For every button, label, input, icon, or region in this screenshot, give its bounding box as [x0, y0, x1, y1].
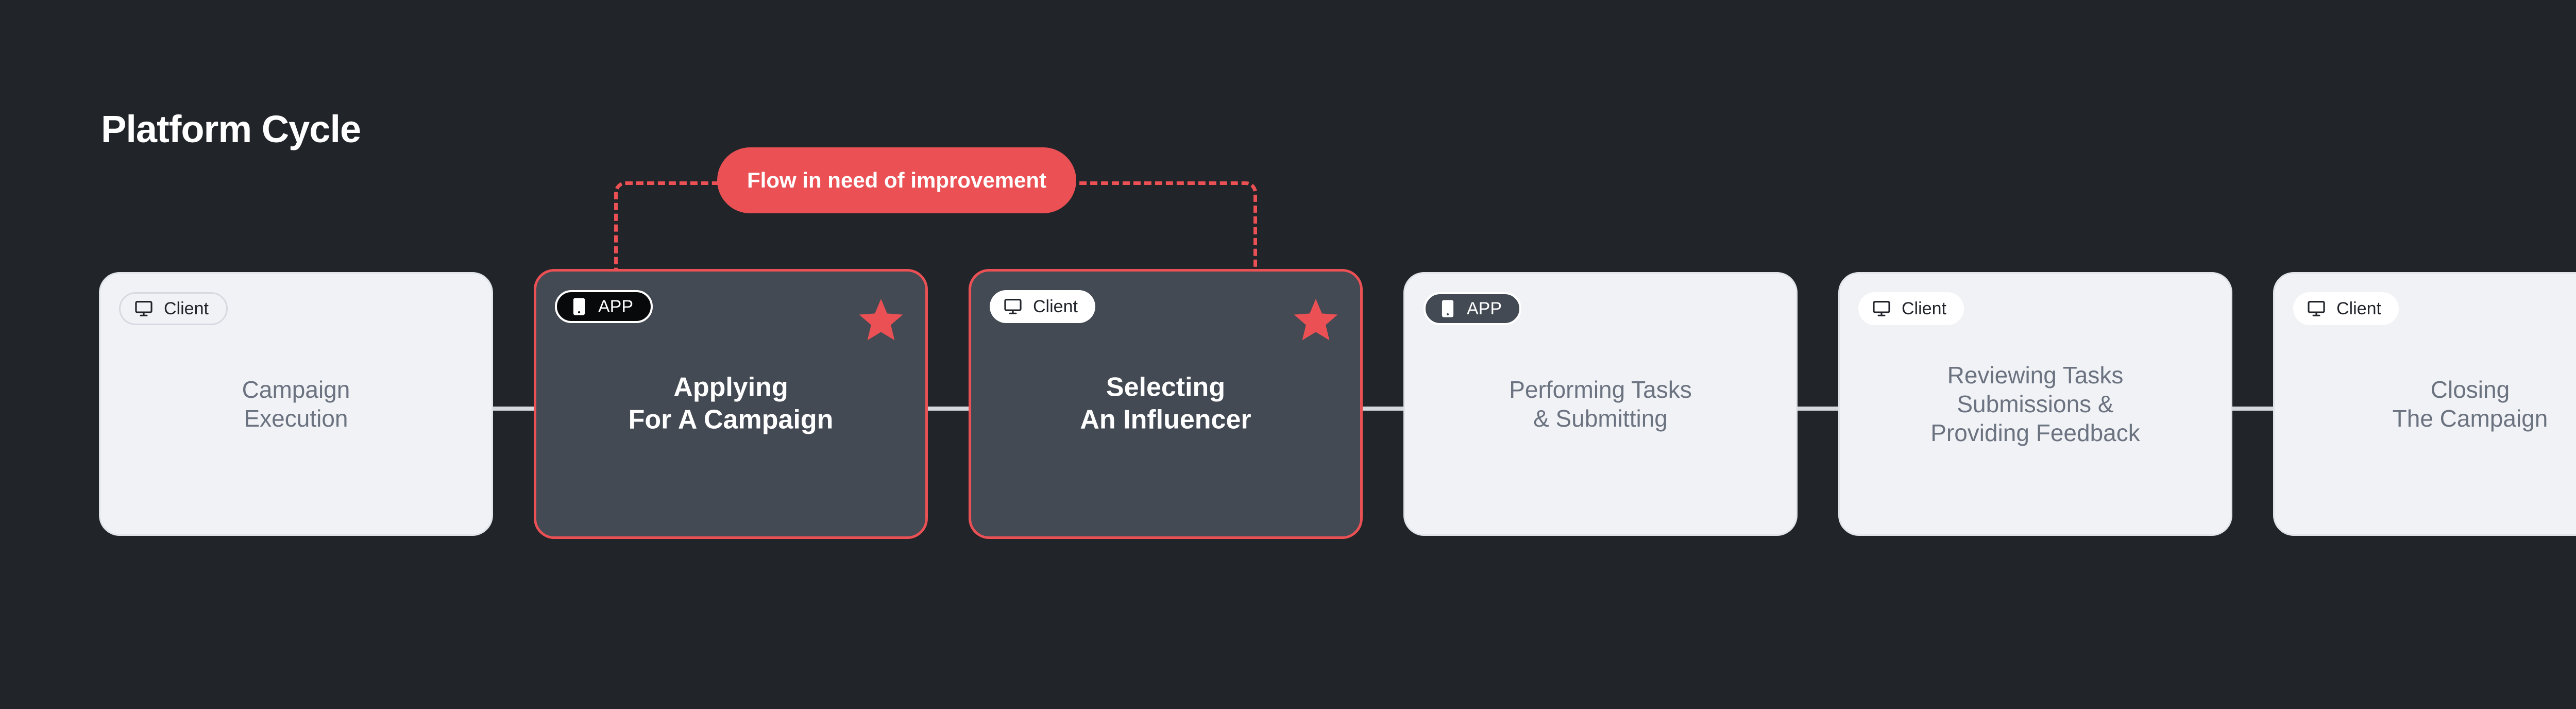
star-icon	[857, 297, 905, 343]
connector-1-2	[493, 407, 536, 411]
step-title: Applying For A Campaign	[628, 372, 834, 435]
star-icon	[1292, 297, 1340, 343]
badge-label: Client	[1902, 298, 1946, 318]
badge-label: Client	[2336, 298, 2381, 318]
page-title: Platform Cycle	[101, 108, 361, 150]
badge-client[interactable]: Client	[119, 292, 228, 325]
badge-client[interactable]: Client	[2293, 292, 2399, 325]
monitor-icon	[2307, 299, 2326, 318]
step-card-5[interactable]: Client Reviewing Tasks Submissions & Pro…	[1838, 272, 2232, 536]
monitor-icon	[1872, 299, 1891, 318]
badge-app[interactable]: APP	[555, 290, 653, 323]
step-card-6[interactable]: Client Closing The Campaign	[2273, 272, 2576, 536]
step-card-2[interactable]: APP Applying For A Campaign	[534, 269, 928, 539]
step-card-3[interactable]: Client Selecting An Influencer	[969, 269, 1363, 539]
step-title: Performing Tasks & Submitting	[1509, 376, 1692, 432]
connector-3-4	[1362, 407, 1405, 411]
step-card-4[interactable]: APP Performing Tasks & Submitting	[1403, 272, 1798, 536]
badge-client[interactable]: Client	[990, 290, 1095, 323]
badge-label: Client	[164, 298, 209, 318]
badge-label: APP	[1467, 298, 1502, 318]
badge-app[interactable]: APP	[1423, 292, 1522, 325]
badge-label: APP	[598, 296, 634, 316]
flow-improvement-pill[interactable]: Flow in need of improvement	[717, 147, 1077, 213]
monitor-icon	[1003, 297, 1023, 316]
phone-icon	[570, 297, 588, 316]
step-card-1[interactable]: Client Campaign Execution	[99, 272, 493, 536]
badge-client[interactable]: Client	[1858, 292, 1964, 325]
step-title: Closing The Campaign	[2392, 376, 2548, 432]
monitor-icon	[134, 299, 154, 318]
connector-4-5	[1797, 407, 1840, 411]
step-title: Campaign Execution	[242, 376, 350, 432]
step-title: Reviewing Tasks Submissions & Providing …	[1930, 361, 2140, 447]
phone-icon	[1439, 299, 1456, 318]
step-title: Selecting An Influencer	[1080, 372, 1251, 435]
connector-5-6	[2232, 407, 2275, 411]
badge-label: Client	[1033, 296, 1078, 316]
connector-2-3	[927, 407, 971, 411]
